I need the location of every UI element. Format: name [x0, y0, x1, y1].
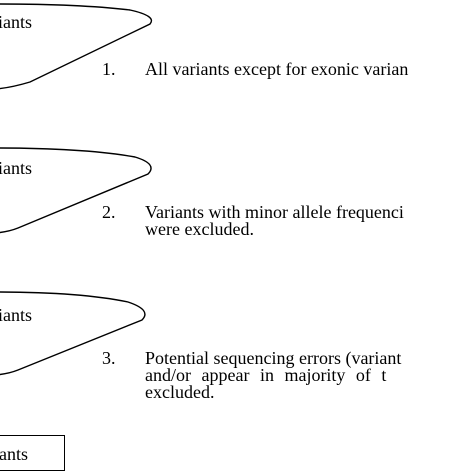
step-3-text-line3: excluded.	[145, 382, 215, 402]
funnel-2	[0, 147, 152, 234]
step-3-text-line2: and/or appear in majority of t	[145, 365, 387, 385]
step-3: 3. Potential sequencing errors (variant a…	[102, 348, 402, 402]
final-variants-label: ants	[0, 444, 28, 464]
step-2-text-line1: Variants with minor allele frequenci	[145, 202, 404, 222]
step-3-text-line1: Potential sequencing errors (variant	[145, 348, 402, 368]
step-2-text-line2: were excluded.	[145, 219, 254, 239]
step-2-number: 2.	[102, 202, 116, 222]
funnel-3-label: iants	[0, 305, 32, 325]
step-1: 1. All variants except for exonic varian	[102, 59, 409, 79]
funnel-2-label: iants	[0, 158, 32, 178]
step-1-number: 1.	[102, 59, 116, 79]
final-variants-box: ants	[0, 435, 65, 471]
funnel-1-label: iants	[0, 12, 32, 32]
step-1-text: All variants except for exonic varian	[145, 59, 409, 79]
step-2: 2. Variants with minor allele frequenci w…	[102, 202, 404, 239]
funnel-1	[0, 3, 153, 90]
funnel-3	[0, 291, 146, 376]
step-3-number: 3.	[102, 348, 116, 368]
